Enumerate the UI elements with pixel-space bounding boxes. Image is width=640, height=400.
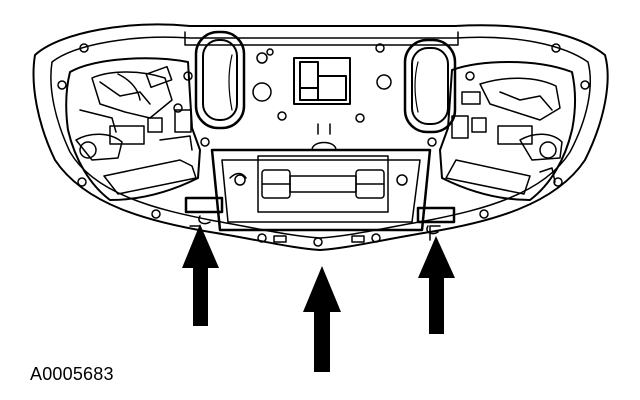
center-compartment (210, 123, 432, 232)
left-map-lamp (194, 30, 246, 130)
right-retaining-clip (416, 206, 456, 235)
left-callout-arrow (182, 224, 219, 326)
right-map-lamp (403, 38, 457, 134)
right-callout-arrow (418, 236, 455, 334)
figure-id-label: A0005683 (30, 364, 114, 384)
top-ridge (184, 31, 459, 46)
mounting-holes (57, 43, 590, 219)
center-callout-arrow (303, 266, 341, 372)
dome-bulb-assembly (229, 155, 408, 213)
console-outer-housing (32, 23, 609, 251)
right-cavity (439, 61, 576, 201)
center-switch-block (293, 57, 351, 105)
left-retaining-clip (184, 196, 224, 225)
console-inner-rim (50, 36, 591, 239)
left-cavity (65, 57, 201, 201)
